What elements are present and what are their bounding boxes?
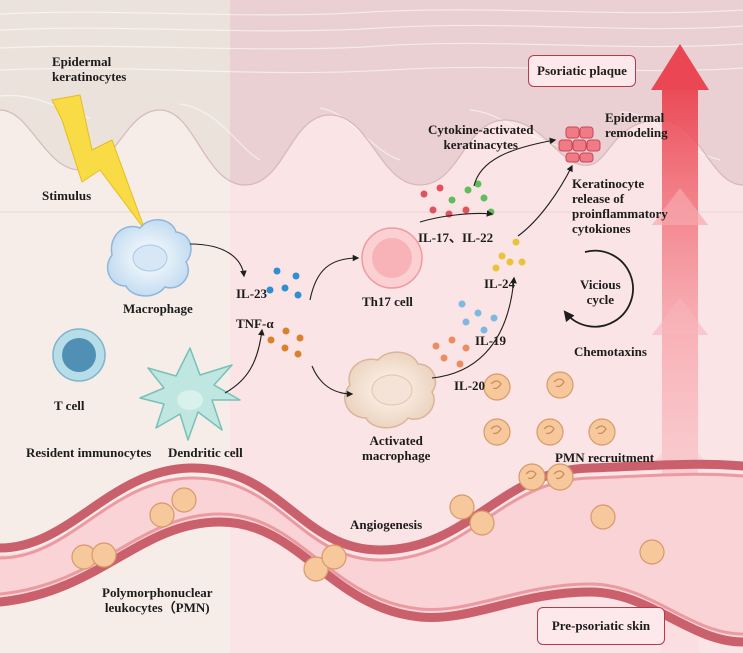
macrophage-cell-icon [106, 219, 192, 297]
arrow-dendritic-to-tnf [224, 328, 265, 394]
label-stimulus: Stimulus [42, 188, 92, 203]
arrow-il23-to-th17 [309, 254, 360, 301]
dendritic-cell-icon [139, 347, 241, 441]
il23-dots [266, 267, 302, 299]
arrow-il24-to-keratinocytes [517, 164, 573, 237]
arrow-il17-to-keratinocytes [473, 137, 557, 187]
pre-psoriatic-skin-box: Pre-psoriatic skin [537, 607, 665, 645]
label-epidermal-remodeling: Epidermal remodeling [605, 110, 668, 140]
label-angiogenesis: Angiogenesis [350, 517, 423, 532]
label-keratinocyte-release: Keratinocyte release of proinflammatory … [572, 176, 668, 236]
label-th17-cell: Th17 cell [362, 294, 413, 309]
pmn-cell-icon [546, 371, 574, 399]
keratinocyte-cluster-icon [558, 126, 601, 163]
label-activated-macrophage: Activated macrophage [362, 433, 431, 463]
pmn-cell-icon [518, 463, 546, 491]
label-t-cell: T cell [54, 398, 85, 413]
psoriatic-plaque-box: Psoriatic plaque [528, 55, 636, 87]
label-pmn-recruitment: PMN recruitment [555, 450, 655, 465]
arrow-activated-macrophage-to-il24 [431, 276, 517, 379]
activated-macrophage-icon [344, 351, 437, 429]
label-polymorphonuclear-leukocytes: Polymorphonuclear leukocytes（PMN) [102, 585, 213, 615]
pmn-cells-in-vessel [71, 487, 665, 582]
pmn-cells [483, 371, 616, 491]
th17-cell-icon [361, 227, 423, 289]
label-cytokine-activated-keratinocytes: Cytokine-activated keratinacytes [428, 122, 534, 152]
label-macrophage: Macrophage [123, 301, 193, 316]
label-il23: IL-23 [236, 286, 268, 301]
cycle-arrow-icon [563, 249, 634, 328]
pmn-cell-icon [536, 418, 564, 446]
blood-vessel-icon [0, 459, 743, 647]
label-chemotaxins: Chemotaxins [574, 344, 647, 359]
pmn-cell-icon [546, 463, 574, 491]
label-epidermal-keratinocytes: Epidermal keratinocytes [52, 54, 127, 84]
label-il24: IL-24 [484, 276, 516, 291]
il24-dots [492, 238, 526, 272]
label-il17-il22: IL-17、IL-22 [418, 230, 494, 245]
arrow-th17-to-il17 [419, 210, 494, 223]
t-cell-icon [52, 328, 106, 382]
epidermal-ridge-outline [0, 109, 743, 186]
il20-dots [432, 336, 470, 368]
arrow-macrophage-to-il23 [189, 243, 247, 278]
label-il19: IL-19 [475, 333, 507, 348]
label-dendritic-cell: Dendritic cell [168, 445, 243, 460]
pmn-cell-icon [483, 418, 511, 446]
il19-dots [458, 300, 498, 334]
arrow-tnf-to-activated-macrophage [311, 365, 354, 398]
label-resident-immunocytes: Resident immunocytes [26, 445, 152, 460]
pmn-cell-icon [483, 373, 511, 401]
pmn-cell-icon [588, 418, 616, 446]
tnf-alpha-dots [267, 327, 304, 358]
pathway-arrows [189, 137, 573, 398]
label-vicious-cycle: Vicious cycle [580, 277, 621, 307]
label-il20: IL-20 [454, 378, 486, 393]
label-tnf-alpha: TNF-α [236, 316, 274, 331]
